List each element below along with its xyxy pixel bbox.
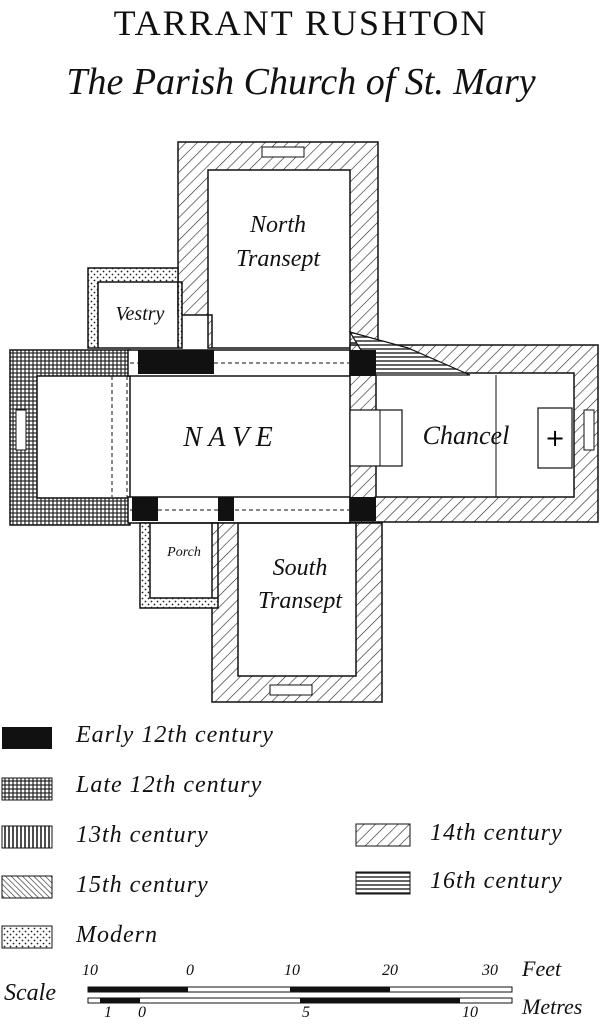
feet-tick-0: 10 (82, 962, 98, 979)
early12-block-north (138, 350, 214, 374)
legend-swatch-c16 (355, 871, 411, 895)
porch-walls (139, 522, 219, 609)
chancel-arch (349, 409, 403, 467)
legend-label-early12: Early 12th century (76, 722, 274, 748)
north-transept-walls (177, 141, 379, 349)
south-transept-label-line1: South (273, 555, 328, 581)
legend-label-modern: Modern (76, 922, 158, 948)
early12-block-porch (218, 497, 234, 521)
vestry-walls (87, 267, 183, 349)
legend-label-c15: 15th century (76, 872, 209, 898)
feet-tick-2: 10 (284, 962, 300, 979)
scale-label: Scale (4, 980, 56, 1006)
legend-label-c13: 13th century (76, 822, 209, 848)
early12-pier-se (350, 497, 376, 521)
legend-label-c16: 16th century (430, 868, 563, 894)
legend-swatch-late12 (1, 777, 53, 801)
page-title: TARRANT RUSHTON (113, 3, 489, 43)
vestry-label: Vestry (116, 303, 165, 325)
early12-pier-ne (350, 350, 376, 376)
page-subtitle: The Parish Church of St. Mary (66, 61, 536, 103)
south-transept-label-line2: Transept (258, 588, 343, 614)
altar-cross-icon: + (545, 424, 565, 452)
legend-label-late12: Late 12th century (76, 772, 263, 798)
north-transept-label-line2: Transept (236, 246, 321, 272)
metre-tick-1: 0 (138, 1004, 146, 1021)
porch-label: Porch (166, 545, 201, 560)
altar (537, 407, 573, 469)
metre-tick-2: 5 (302, 1004, 310, 1021)
feet-tick-3: 20 (382, 962, 398, 979)
metre-tick-0: 1 (104, 1004, 112, 1021)
west-extension-walls (9, 349, 131, 526)
south-transept-walls (211, 522, 383, 703)
chancel-label: Chancel (423, 421, 510, 450)
legend-swatch-c14 (355, 823, 411, 847)
legend-swatch-c15 (1, 875, 53, 899)
legend-swatch-c13 (1, 825, 53, 849)
feet-tick-1: 0 (186, 962, 194, 979)
nave-label: N A V E (182, 422, 272, 453)
feet-unit: Feet (522, 956, 562, 981)
metre-unit: Metres (522, 994, 583, 1019)
scale-bar (87, 986, 513, 1004)
legend-swatch-early12 (2, 727, 52, 749)
north-transept-label-line1: North (249, 212, 306, 238)
metre-tick-3: 10 (462, 1004, 478, 1021)
legend-swatch-modern (1, 925, 53, 949)
feet-tick-4: 30 (482, 962, 498, 979)
legend-label-c14: 14th century (430, 820, 563, 846)
early12-block-se (132, 497, 158, 521)
